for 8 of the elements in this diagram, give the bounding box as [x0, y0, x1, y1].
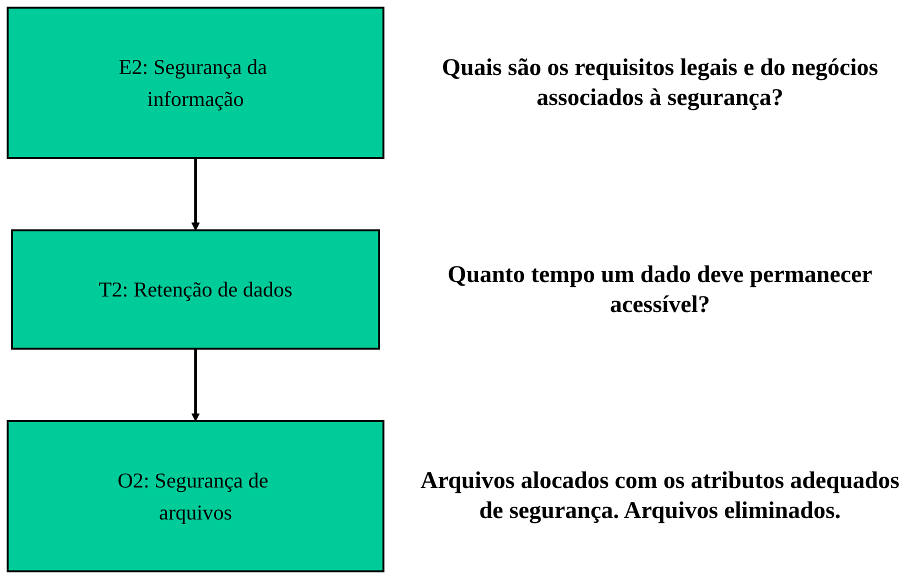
node-label: O2: Segurança de arquivos — [116, 467, 270, 526]
arrow — [191, 158, 200, 231]
node-label: T2: Retenção de dados — [98, 276, 292, 304]
annotation-text: Quais são os requisitos legais e do negócios associados à segurança? — [440, 54, 880, 113]
node-label: E2: Segurança da informação — [118, 54, 268, 113]
arrow — [191, 348, 200, 422]
annotation-text: Arquivos alocados com os atributos adequados de segurança. Arquivos eliminados. — [420, 467, 900, 526]
annotation-text: Quanto tempo um dado deve permanecer acessível? — [446, 260, 874, 320]
